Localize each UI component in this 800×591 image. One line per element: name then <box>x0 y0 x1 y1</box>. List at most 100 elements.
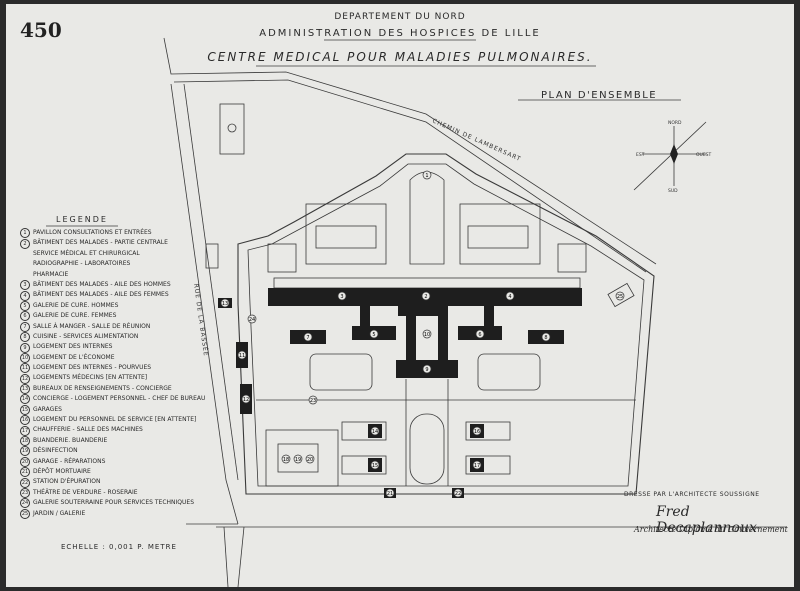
legend-text: CHAUFFERIE - SALLE DES MACHINES <box>33 426 143 434</box>
garden-parterre <box>557 243 587 273</box>
legend-number: 1 <box>20 228 30 239</box>
building-marker: 10 <box>422 329 432 339</box>
legend-number: 8 <box>20 332 30 343</box>
marker-label: 24 <box>249 317 255 323</box>
legend-number: 21 <box>20 467 30 478</box>
legend-text: GALERIE DE CURE. FEMMES <box>33 312 117 320</box>
building-marker: 25 <box>615 291 625 301</box>
courtyard-garden <box>477 353 541 391</box>
building-marker: 6 <box>475 329 485 339</box>
legend-text: JARDIN / GALERIE <box>33 509 86 517</box>
marker-label: 11 <box>239 353 245 359</box>
legend-number: 24 <box>20 498 30 509</box>
scale-label: ECHELLE : 0,001 P. METRE <box>61 543 177 551</box>
legend-text: LOGEMENTS MÉDECINS [EN ATTENTE] <box>33 374 148 382</box>
legend-number: 25 <box>20 508 30 519</box>
legend-text: BÂTIMENT DES MALADES - AILE DES HOMMES <box>33 280 171 288</box>
architect-signature: Fred Decaplannoux <box>656 504 757 536</box>
compass-north-label: NORD <box>668 120 682 126</box>
road-edge <box>163 37 657 265</box>
building-marker: 16 <box>472 426 482 436</box>
building-marker: 9 <box>422 364 432 374</box>
building-marker: 18 <box>281 454 291 464</box>
outbuilding <box>219 103 245 155</box>
marker-label: 23 <box>310 398 316 404</box>
building-marker: 8 <box>541 332 551 342</box>
marker-label: 8 <box>544 335 547 341</box>
building-marker: 1 <box>422 170 432 180</box>
legend-item: PHARMACIE <box>20 270 230 280</box>
building-link <box>438 306 448 366</box>
legend-number: 7 <box>20 321 30 332</box>
marker-label: 16 <box>474 429 480 435</box>
legend-title: LEGENDE <box>56 215 108 224</box>
building-marker: 14 <box>370 426 380 436</box>
legend-number: 16 <box>20 415 30 426</box>
garden-parterre <box>305 203 387 265</box>
building-marker: 12 <box>241 394 251 404</box>
marker-label: 22 <box>455 491 461 497</box>
department-header: DEPARTEMENT DU NORD <box>334 12 466 22</box>
building-marker: 11 <box>237 350 247 360</box>
marker-label: 6 <box>478 332 481 338</box>
marker-label: 2 <box>424 294 427 300</box>
building-marker: 15 <box>370 460 380 470</box>
outbuilding <box>465 421 511 441</box>
legend-text: BÂTIMENT DES MALADES - PARTIE CENTRALE <box>33 239 168 247</box>
compass-east-label: OUEST <box>696 152 712 158</box>
building-marker: 2 <box>421 291 431 301</box>
central-basin <box>409 413 445 485</box>
legend-text: GARAGES <box>33 405 62 413</box>
legend-text: BUREAUX DE RENSEIGNEMENTS - CONCIERGE <box>33 384 172 392</box>
site-boundary-inner <box>247 163 645 487</box>
marker-label: 5 <box>372 332 375 338</box>
building-marker: 20 <box>305 454 315 464</box>
legend-number: 3 <box>20 280 30 291</box>
marker-label: 19 <box>295 457 301 463</box>
building-marker: 3 <box>337 291 347 301</box>
street-edge <box>183 83 239 481</box>
building-marker: 22 <box>453 488 463 498</box>
marker-label: 20 <box>307 457 313 463</box>
street-edge <box>237 526 245 587</box>
legend-number: 23 <box>20 487 30 498</box>
marker-label: 25 <box>617 294 623 300</box>
legend-text: RADIOGRAPHIE - LABORATOIRES <box>33 260 131 268</box>
garden-parterre <box>267 243 297 273</box>
marker-label: 12 <box>243 397 249 403</box>
centre-title: CENTRE MEDICAL POUR MALADIES PULMONAIRES… <box>207 50 593 64</box>
street-edge <box>170 83 239 525</box>
service-block <box>265 429 339 487</box>
legend-text: SERVICE MÉDICAL ET CHIRURGICAL <box>33 249 140 257</box>
plan-title: PLAN D'ENSEMBLE <box>541 90 658 101</box>
marker-label: 18 <box>283 457 289 463</box>
legend-text: LOGEMENT DE L'ÉCONOME <box>33 353 115 361</box>
building-marker: 23 <box>308 395 318 405</box>
site-boundary <box>237 153 655 495</box>
legend-number: 4 <box>20 290 30 301</box>
building-marker: 24 <box>247 314 257 324</box>
legend-number: 17 <box>20 425 30 436</box>
legend-number: 13 <box>20 384 30 395</box>
compass-west-label: EST <box>636 152 645 158</box>
site-plan: 1 2 3 4 5 6 7 8 9 10 11 12 13 14 15 16 1… <box>46 37 786 587</box>
architect-title: Architecte Diplômé du Gouvernement <box>634 525 788 534</box>
legend-text: SALLE À MANGER - SALLE DE RÉUNION <box>33 322 151 330</box>
marker-label: 7 <box>306 335 309 341</box>
legend-item: SERVICE MÉDICAL ET CHIRURGICAL <box>20 249 230 259</box>
